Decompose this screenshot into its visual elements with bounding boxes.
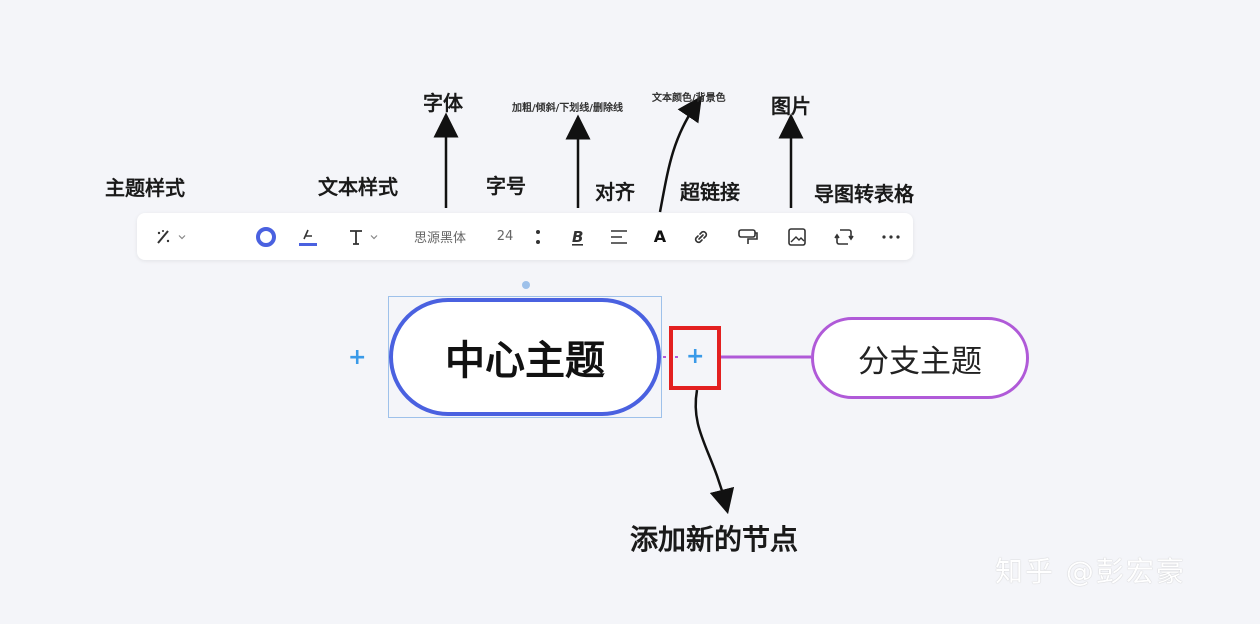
text-style-icon	[346, 227, 366, 247]
line-color-button[interactable]	[295, 213, 321, 260]
label-theme-style: 主题样式	[105, 176, 185, 200]
circle-shape-icon	[255, 226, 277, 248]
label-hyperlink: 超链接	[680, 180, 740, 204]
add-left-node-button[interactable]: +	[348, 347, 366, 369]
theme-style-button[interactable]	[145, 213, 195, 260]
more-icon	[881, 234, 901, 240]
chevron-down-icon	[370, 233, 378, 241]
label-text-style: 文本样式	[318, 175, 398, 199]
font-select[interactable]: 思源黑体	[413, 231, 466, 246]
label-font: 字体	[423, 91, 463, 115]
convert-table-icon	[834, 227, 854, 247]
label-add-node: 添加新的节点	[630, 523, 799, 556]
link-icon	[691, 227, 711, 247]
text-color-icon: A	[653, 227, 667, 246]
format-painter-button[interactable]	[735, 213, 761, 260]
plus-icon: +	[686, 344, 705, 369]
format-painter-icon	[737, 227, 759, 247]
label-format: 加粗/倾斜/下划线/删除线	[512, 103, 623, 114]
svg-text:B: B	[572, 228, 583, 246]
bold-italic-icon: B	[569, 227, 587, 247]
more-button[interactable]	[877, 213, 905, 260]
align-icon	[610, 229, 628, 245]
add-node-highlight	[669, 326, 721, 390]
add-child-node-button[interactable]: +	[686, 346, 704, 368]
convert-table-button[interactable]	[831, 213, 857, 260]
plus-icon: +	[348, 345, 367, 370]
hyperlink-button[interactable]	[689, 213, 713, 260]
label-align: 对齐	[595, 180, 635, 204]
selection-box	[388, 296, 662, 418]
font-size-stepper-icon	[534, 227, 542, 247]
watermark: 知乎 @彭宏豪	[995, 555, 1186, 588]
image-icon	[787, 227, 807, 247]
text-style-button[interactable]	[340, 213, 384, 260]
arrow-add-node	[694, 389, 735, 515]
format-toolbar: 思源黑体 24 B A	[137, 213, 913, 260]
image-button[interactable]	[784, 213, 810, 260]
font-size-stepper[interactable]	[527, 213, 549, 260]
branch-topic-node[interactable]: 分支主题	[811, 317, 1029, 399]
center-topic-node[interactable]: 中心主题	[389, 298, 661, 416]
align-button[interactable]	[607, 213, 631, 260]
text-color-button[interactable]: A	[649, 213, 671, 260]
arrow-text-color	[658, 95, 703, 213]
font-size-input[interactable]: 24	[496, 229, 514, 244]
label-to-table: 导图转表格	[814, 182, 914, 206]
selection-handle[interactable]	[522, 281, 530, 289]
label-text-color: 文本颜色/背景色	[652, 93, 726, 104]
theme-style-icon	[154, 227, 174, 247]
shape-border-button[interactable]	[253, 213, 279, 260]
label-image: 图片	[771, 94, 811, 118]
bold-italic-button[interactable]: B	[566, 213, 590, 260]
label-font-size: 字号	[486, 174, 526, 198]
chevron-down-icon	[178, 233, 186, 241]
text-underline-color-icon	[297, 226, 319, 248]
